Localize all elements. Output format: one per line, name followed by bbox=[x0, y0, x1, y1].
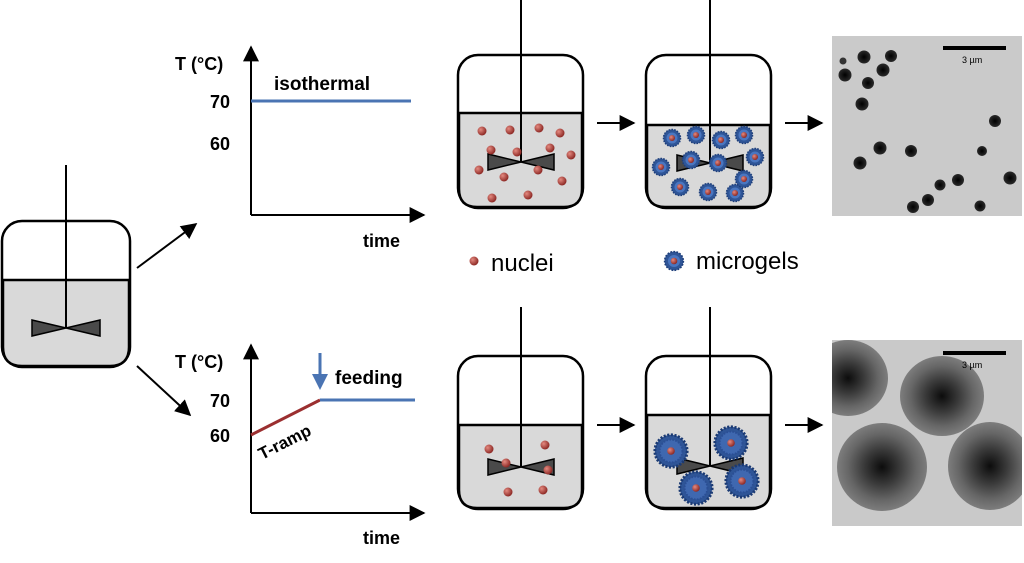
microgel-icon bbox=[663, 250, 685, 272]
isothermal-plot: T (°C) 70 60 time isothermal bbox=[175, 45, 426, 251]
t-ramp-line bbox=[250, 398, 321, 437]
y-axis-label: T (°C) bbox=[175, 54, 223, 74]
micrograph-bottom: 3 µm bbox=[832, 340, 1022, 526]
feeding-arrow-icon bbox=[312, 353, 328, 390]
legend-nuclei: nuclei bbox=[491, 250, 554, 277]
micrograph-top: 3 µm bbox=[832, 36, 1022, 216]
scale-label: 3 µm bbox=[962, 55, 982, 65]
x-axis-label: time bbox=[363, 231, 400, 251]
tick-70: 70 bbox=[210, 92, 230, 112]
feeding-label: feeding bbox=[335, 368, 403, 389]
isothermal-label: isothermal bbox=[274, 74, 370, 95]
reactor-nuclei-top bbox=[456, 0, 585, 210]
arrow-to-feeding bbox=[136, 365, 192, 417]
impeller-icon bbox=[31, 319, 67, 337]
arrow-to-isothermal bbox=[136, 223, 198, 269]
tick-60: 60 bbox=[210, 426, 230, 446]
tick-60: 60 bbox=[210, 134, 230, 154]
scale-label: 3 µm bbox=[962, 360, 982, 370]
reactor-microgels-top bbox=[644, 0, 773, 210]
initial-reactor bbox=[0, 165, 132, 369]
nuclei-icon bbox=[469, 256, 479, 266]
reactor-microgels-bottom bbox=[644, 307, 773, 511]
x-axis-label: time bbox=[363, 528, 400, 548]
reactor-nuclei-bottom bbox=[456, 307, 585, 511]
legend-microgels: microgels bbox=[696, 248, 799, 275]
y-axis-label: T (°C) bbox=[175, 352, 223, 372]
legend: nuclei microgels bbox=[469, 248, 799, 277]
feeding-plot: T (°C) 70 60 time T-ramp feeding bbox=[175, 343, 426, 548]
impeller-icon bbox=[487, 153, 522, 171]
tick-70: 70 bbox=[210, 391, 230, 411]
